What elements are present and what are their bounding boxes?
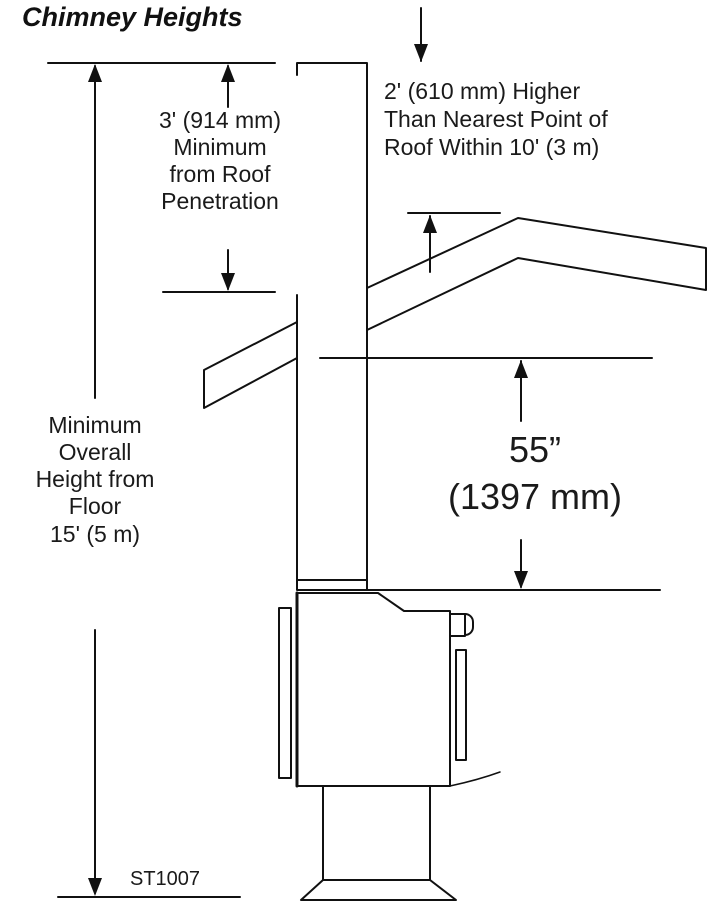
overall-height-label: Minimum Overall Height from Floor 15' (5… [35, 412, 155, 547]
roof-right-slab [366, 217, 707, 331]
arrow-up-icon [88, 64, 102, 82]
arrow-up-icon [423, 215, 437, 233]
chimney-pipe [296, 62, 368, 591]
arrow-down-icon [221, 273, 235, 291]
figure-code: ST1007 [130, 868, 201, 890]
roof-left-slab [203, 321, 298, 409]
arrow-up-icon [221, 64, 235, 82]
arrow-up-icon [514, 360, 528, 378]
diagram-title: Chimney Heights [22, 2, 243, 32]
clearance-label: 55” (1397 mm) [447, 429, 623, 517]
arrow-down-icon [514, 571, 528, 589]
arrow-down-icon [414, 44, 428, 62]
roof-penetration-label: 3' (914 mm) Minimum from Roof Penetratio… [159, 107, 281, 215]
arrow-down-icon [88, 878, 102, 896]
overall-height-dimension [57, 65, 241, 898]
stove [278, 591, 501, 901]
higher-than-roof-label: 2' (610 mm) Higher Than Nearest Point of… [384, 78, 608, 161]
